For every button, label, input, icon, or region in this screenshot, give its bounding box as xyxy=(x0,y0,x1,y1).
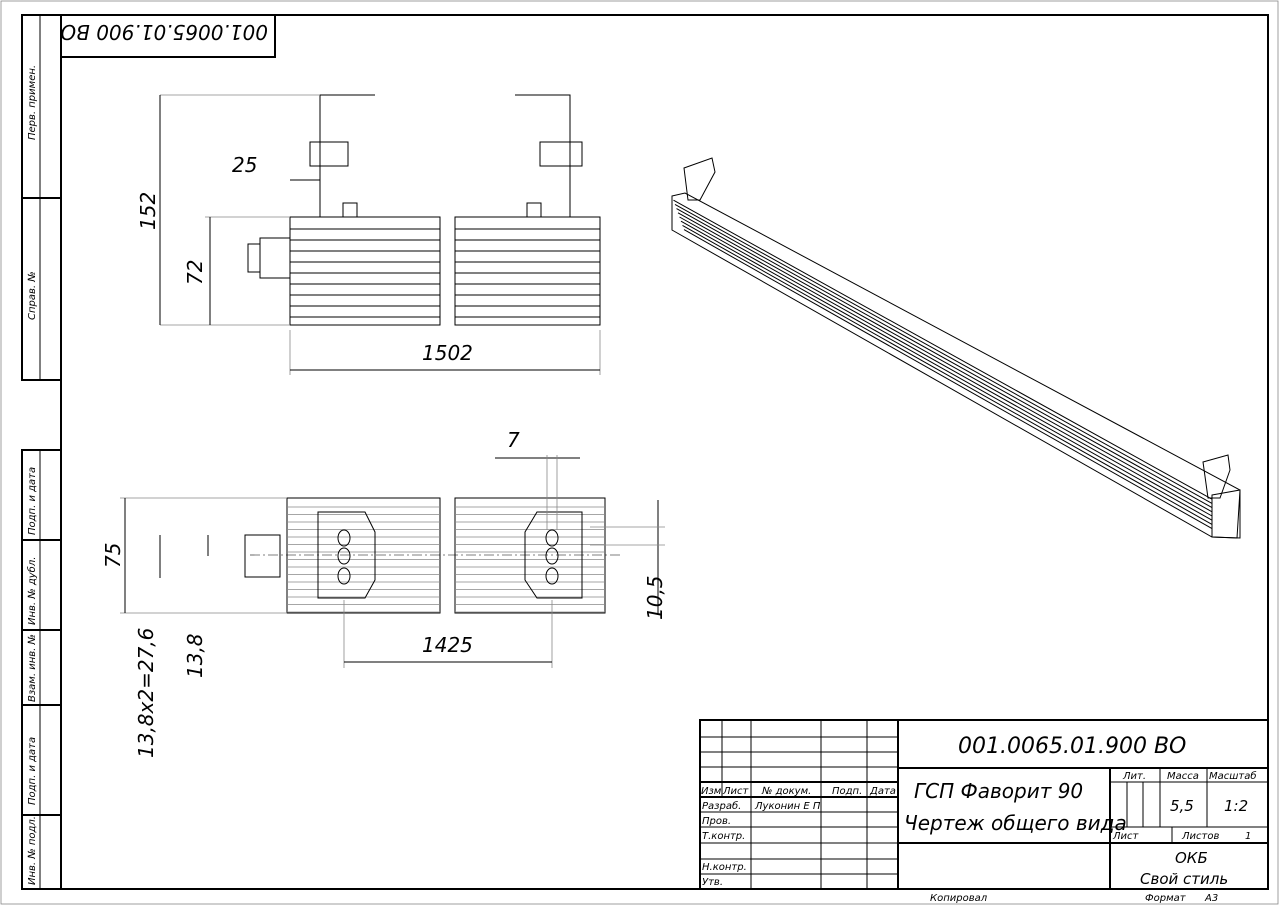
rotated-code: 001.0065.01.900 ВО xyxy=(60,20,268,44)
isometric-view xyxy=(671,157,1241,539)
developer-name: Луконин Е П xyxy=(754,801,821,812)
role-label: Утв. xyxy=(702,877,723,888)
dim-label: 1502 xyxy=(422,341,473,365)
side-strip: Перв. примен. Справ. № Подп. и дата Инв.… xyxy=(21,14,61,890)
sheet-label: Лист xyxy=(1112,831,1140,842)
title-code: 001.0065.01.900 ВО xyxy=(958,734,1186,759)
dim-label: 7 xyxy=(507,428,520,452)
dim-label: 10,5 xyxy=(643,575,667,620)
org-line2: Свой стиль xyxy=(1140,870,1228,888)
fin-line xyxy=(683,229,1213,530)
format-label: Формат xyxy=(1145,893,1187,904)
title-block: 001.0065.01.900 ВО ГСП Фаворит 90 Чертеж… xyxy=(699,719,1269,904)
strip-label: Взам. инв. № xyxy=(27,634,38,702)
copied-label: Копировал xyxy=(930,893,988,904)
role-label: Н.контр. xyxy=(702,862,747,873)
lit-label: Лит. xyxy=(1122,771,1146,782)
role-label: Т.контр. xyxy=(702,831,745,842)
strip-label: Справ. № xyxy=(27,271,38,320)
header-list: Лист xyxy=(722,786,750,797)
dim-label: 13,8 xyxy=(183,633,207,678)
dim-label: 152 xyxy=(136,192,160,230)
strip-label: Подп. и дата xyxy=(27,467,38,535)
mass-label: Масса xyxy=(1167,771,1199,782)
sheets-value: 1 xyxy=(1245,831,1251,842)
dim-label: 13,8x2=27,6 xyxy=(134,628,158,758)
header-izm: Изм xyxy=(701,786,722,797)
fin-line xyxy=(679,216,1213,517)
dim-label: 72 xyxy=(183,260,207,285)
mass-value: 5,5 xyxy=(1170,797,1194,815)
header-doc: № докум. xyxy=(761,786,811,797)
fin-line xyxy=(682,224,1213,525)
header-date: Дата xyxy=(869,786,896,797)
dim-label: 25 xyxy=(232,153,257,177)
title-name-line2: Чертеж общего вида xyxy=(904,811,1127,835)
scale-label: Масштаб xyxy=(1209,770,1257,782)
sheets-label: Листов xyxy=(1181,831,1219,842)
dim-label: 75 xyxy=(101,543,125,568)
inner-frame xyxy=(60,14,1269,890)
scale-value: 1:2 xyxy=(1224,797,1248,815)
title-name-line1: ГСП Фаворит 90 xyxy=(914,779,1083,803)
fin-line xyxy=(677,212,1213,513)
format-value: А3 xyxy=(1204,893,1218,904)
fin-line xyxy=(680,220,1213,521)
dim-label: 1425 xyxy=(422,633,473,657)
strip-label: Инв. № подл. xyxy=(27,816,38,885)
fin-line xyxy=(674,203,1213,504)
strip-label: Инв. № дубл. xyxy=(26,557,38,625)
org-line1: ОКБ xyxy=(1175,849,1208,867)
header-sign: Подп. xyxy=(832,786,862,797)
rotated-code-box xyxy=(60,14,276,58)
strip-label: Подп. и дата xyxy=(27,737,38,805)
strip-label: Перв. примен. xyxy=(27,65,38,140)
front-view: 25 152 72 1502 xyxy=(136,94,601,375)
fin-line xyxy=(676,208,1213,509)
role-label: Разраб. xyxy=(702,800,741,812)
fin-line xyxy=(673,199,1213,500)
top-view: 7 75 13,8 13,8x2=27,6 1425 10,5 xyxy=(101,428,667,758)
role-label: Пров. xyxy=(702,816,731,827)
